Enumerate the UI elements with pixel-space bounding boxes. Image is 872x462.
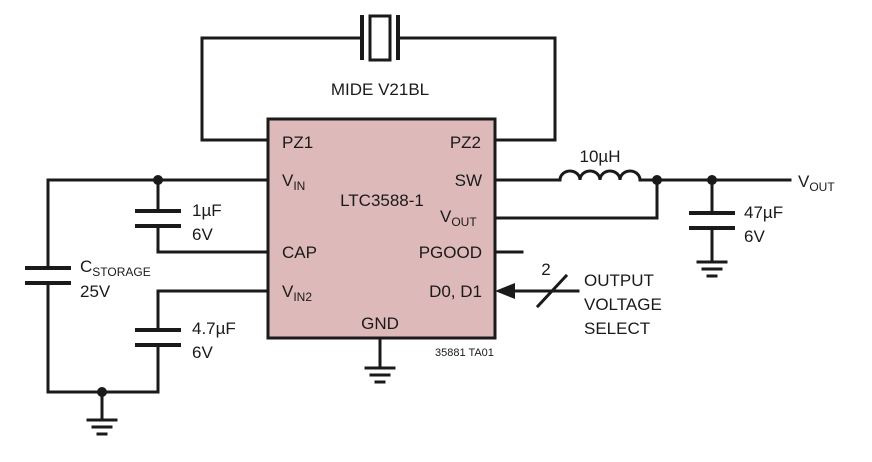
ltc3588-chip [266, 117, 497, 340]
output-cap-voltage: 6V [744, 227, 765, 246]
select-line2: VOLTAGE [584, 295, 662, 314]
pin-vout: VOUT [440, 207, 477, 229]
piezo-label: MIDE V21BL [331, 80, 429, 99]
pin-cap: CAP [282, 243, 317, 262]
figure-reference: 35881 TA01 [435, 347, 494, 359]
storage-cap-label: CSTORAGE [80, 257, 151, 279]
storage-cap-voltage: 25V [80, 282, 111, 301]
select-bus [495, 273, 580, 309]
pin-d0-d1: D0, D1 [429, 282, 482, 301]
pin-vin2: VIN2 [282, 282, 312, 304]
cap-value: 1µF [192, 201, 222, 220]
vin2-cap-voltage: 6V [192, 343, 213, 362]
pin-vin: VIN [282, 171, 305, 193]
cap-capacitor [135, 178, 270, 254]
output-label: VOUT [798, 172, 835, 194]
ground-symbol-left [86, 387, 118, 436]
vin2-cap-value: 4.7µF [192, 319, 236, 338]
bus-width-label: 2 [541, 260, 550, 279]
select-line3: SELECT [584, 319, 650, 338]
inductor [493, 169, 792, 185]
piezo-element [200, 14, 557, 142]
inductor-value: 10µH [580, 147, 621, 166]
pin-pz2: PZ2 [450, 133, 481, 152]
ground-symbol-chip [364, 336, 396, 384]
vin-rail [25, 175, 270, 394]
vout-feedback-wire [493, 178, 659, 220]
cap-voltage: 6V [192, 225, 213, 244]
pin-sw: SW [455, 171, 482, 190]
output-capacitor [689, 178, 735, 278]
pin-pz1: PZ1 [282, 133, 313, 152]
pin-gnd: GND [361, 314, 399, 333]
chip-name: LTC3588-1 [340, 191, 424, 210]
select-line1: OUTPUT [584, 271, 654, 290]
vin2-capacitor [135, 289, 270, 347]
output-cap-value: 47µF [744, 203, 783, 222]
pin-pgood: PGOOD [419, 243, 482, 262]
